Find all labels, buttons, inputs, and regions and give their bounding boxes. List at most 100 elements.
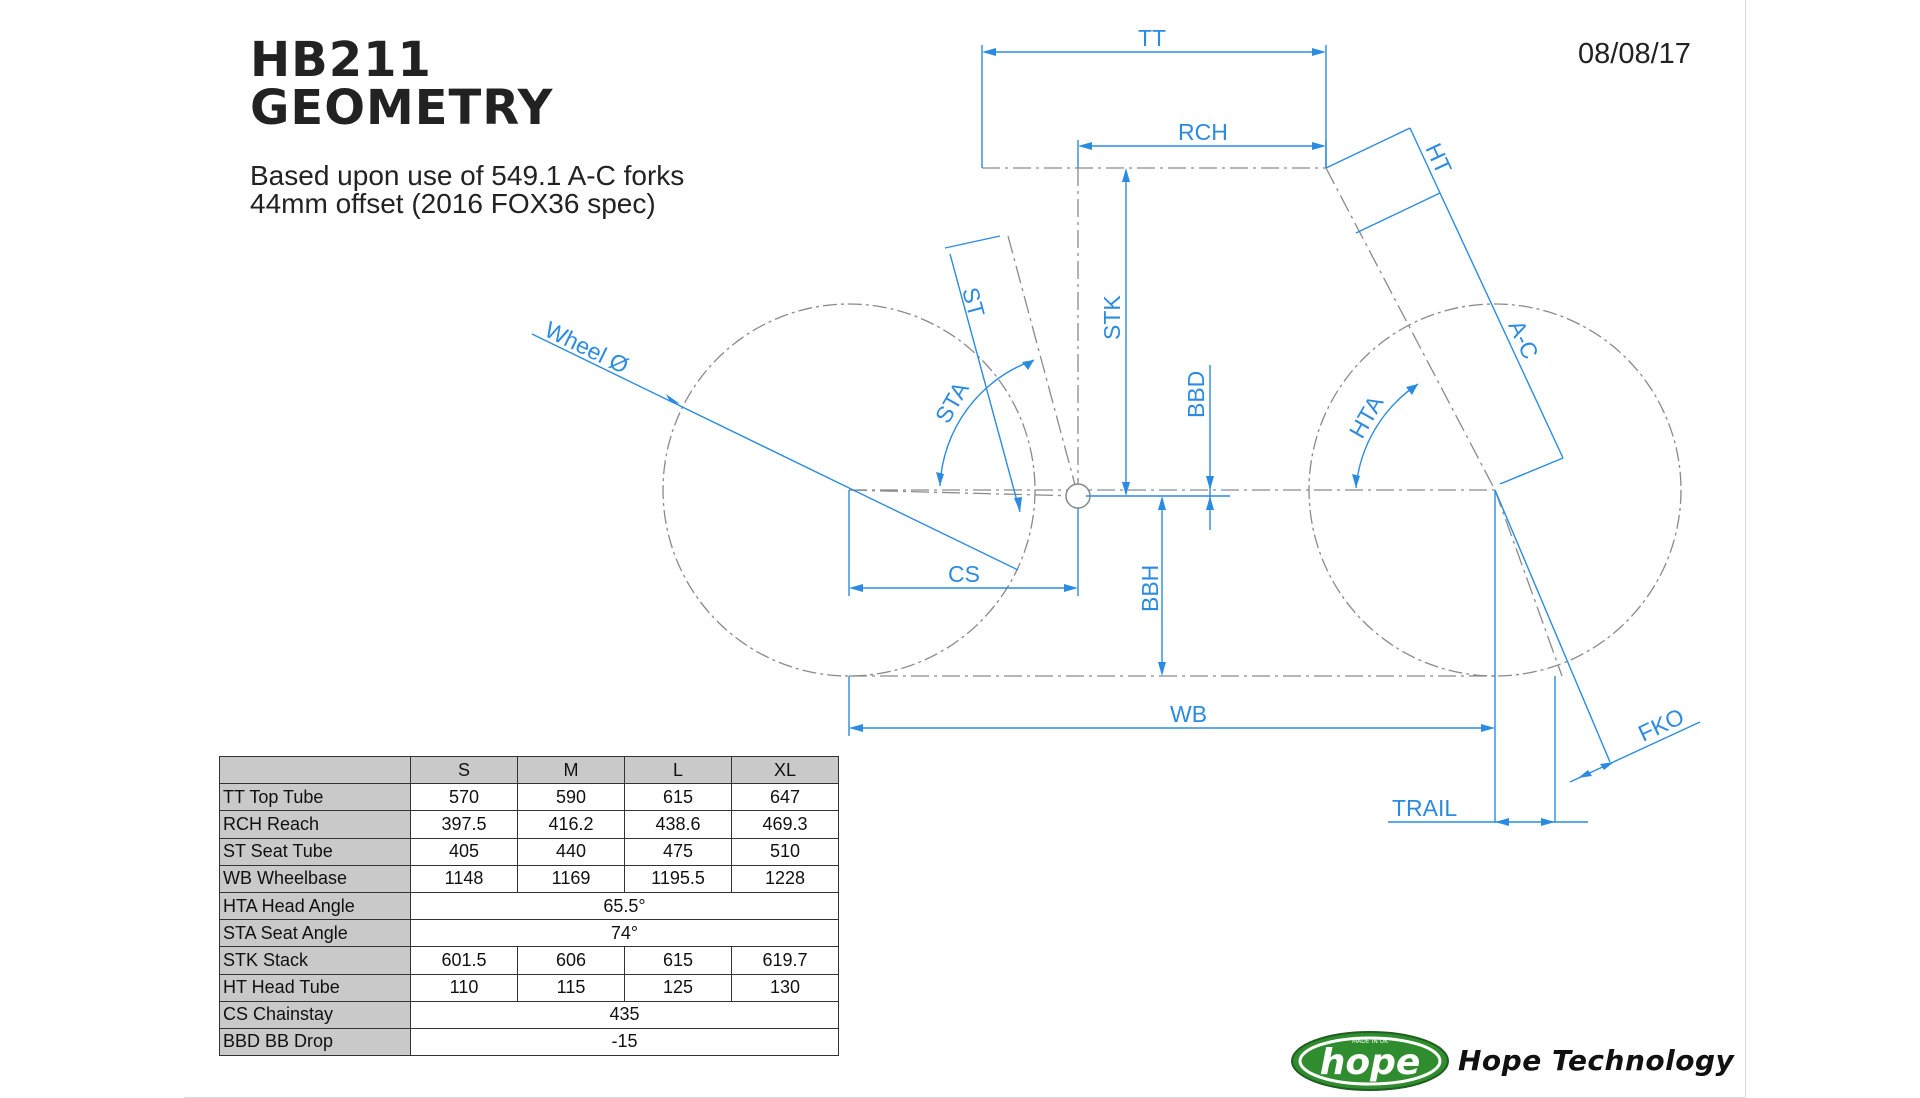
logo-small-text: MADE IN UK — [1352, 1038, 1389, 1045]
row-label: RCH Reach — [219, 810, 411, 839]
table-cell: 1195.5 — [624, 864, 732, 893]
stk-dimension: STK — [1099, 168, 1130, 496]
rch-dimension: RCH — [1077, 119, 1327, 168]
cs-label: CS — [948, 561, 980, 587]
table-row: RCH Reach 397.5 416.2 438.6 469.3 — [219, 810, 839, 839]
wb-dimension: WB — [848, 490, 1496, 822]
row-label: ST Seat Tube — [219, 837, 411, 866]
size-header: XL — [731, 755, 839, 785]
bbd-dimension: BBD — [1086, 365, 1230, 530]
table-cell: 1148 — [410, 864, 518, 893]
row-label: TT Top Tube — [219, 783, 411, 812]
hta-arc: HTA — [1344, 383, 1419, 489]
st-dimension: ST — [944, 235, 1022, 513]
tt-label: TT — [1138, 25, 1166, 51]
subtitle-line2: 44mm offset (2016 FOX36 spec) — [250, 188, 656, 219]
table-cell: 130 — [731, 973, 839, 1002]
table-row: STA Seat Angle 74° — [219, 919, 839, 948]
trail-label: TRAIL — [1392, 795, 1457, 821]
head-tube-line — [1325, 167, 1496, 491]
table-row: CS Chainstay 435 — [219, 1000, 839, 1029]
st-label: ST — [957, 285, 990, 320]
table-cell: 440 — [517, 837, 625, 866]
title-geometry: GEOMETRY — [250, 80, 554, 136]
document-date: 08/08/17 — [1578, 38, 1691, 70]
table-cell: 115 — [517, 973, 625, 1002]
table-row: STK Stack 601.5 606 615 619.7 — [219, 946, 839, 975]
wb-label: WB — [1170, 701, 1207, 727]
bbh-dimension: BBH — [1137, 496, 1166, 676]
table-cell-span: 435 — [410, 1000, 839, 1029]
table-row: BBD BB Drop -15 — [219, 1027, 839, 1057]
row-label: BBD BB Drop — [219, 1027, 411, 1057]
seat-tube-line — [1007, 235, 1079, 497]
table-cell: 125 — [624, 973, 732, 1002]
hta-label: HTA — [1344, 391, 1389, 443]
table-cell: 615 — [624, 783, 732, 812]
table-cell-span: 74° — [410, 919, 839, 948]
sta-label: STA — [930, 377, 974, 428]
chainstay-line — [848, 489, 1079, 497]
fork-line — [1494, 489, 1563, 677]
rch-label: RCH — [1178, 119, 1228, 145]
geometry-table: S M L XL TT Top Tube 570 590 615 647 RCH… — [219, 755, 839, 1057]
row-label: WB Wheelbase — [219, 864, 411, 893]
brand-name: Hope Technology — [1458, 1044, 1735, 1077]
subtitle: Based upon use of 549.1 A-C forks 44mm o… — [250, 162, 684, 218]
row-label: HT Head Tube — [219, 973, 411, 1002]
table-cell: 469.3 — [731, 810, 839, 839]
table-row: WB Wheelbase 1148 1169 1195.5 1228 — [219, 864, 839, 893]
table-cell: 397.5 — [410, 810, 518, 839]
table-cell: 475 — [624, 837, 732, 866]
table-row: ST Seat Tube 405 440 475 510 — [219, 837, 839, 866]
table-cell-span: -15 — [410, 1027, 839, 1057]
size-header: M — [517, 755, 625, 785]
row-label: CS Chainstay — [219, 1000, 411, 1029]
table-cell: 570 — [410, 783, 518, 812]
size-header: S — [410, 755, 518, 785]
table-cell: 601.5 — [410, 946, 518, 975]
row-label: STK Stack — [219, 946, 411, 975]
table-cell: 615 — [624, 946, 732, 975]
table-row: TT Top Tube 570 590 615 647 — [219, 783, 839, 812]
table-cell: 647 — [731, 783, 839, 812]
table-cell: 590 — [517, 783, 625, 812]
row-label: STA Seat Angle — [219, 919, 411, 948]
trail-dimension: TRAIL — [1388, 676, 1588, 826]
bbd-label: BBD — [1183, 371, 1209, 418]
bbh-label: BBH — [1137, 565, 1163, 612]
table-cell: 619.7 — [731, 946, 839, 975]
table-cell-span: 65.5° — [410, 891, 839, 921]
hope-logo: hope MADE IN UK — [1291, 1031, 1449, 1091]
table-cell: 110 — [410, 973, 518, 1002]
cs-dimension: CS — [848, 490, 1079, 596]
table-corner — [219, 755, 411, 785]
sheet-border — [185, 0, 1746, 1098]
row-label: HTA Head Angle — [219, 891, 411, 921]
table-cell: 438.6 — [624, 810, 732, 839]
subtitle-line1: Based upon use of 549.1 A-C forks — [250, 160, 685, 191]
table-cell: 1228 — [731, 864, 839, 893]
ac-label: A-C — [1503, 316, 1543, 363]
logo-text: hope — [1320, 1042, 1421, 1083]
size-header: L — [624, 755, 732, 785]
page-title: HB211 GEOMETRY — [250, 36, 553, 132]
ht-label: HT — [1420, 139, 1457, 178]
fko-dimension: FKO — [1494, 489, 1701, 783]
sta-arc: STA — [930, 359, 1035, 487]
ht-dimension: HT — [1325, 127, 1457, 234]
table-cell: 416.2 — [517, 810, 625, 839]
ac-dimension: A-C — [1439, 192, 1564, 485]
table-cell: 1169 — [517, 864, 625, 893]
title-model: HB211 — [250, 32, 432, 88]
wheel-diameter-dimension: Wheel Ø — [531, 316, 1019, 571]
stk-label: STK — [1099, 295, 1125, 340]
table-cell: 510 — [731, 837, 839, 866]
table-cell: 606 — [517, 946, 625, 975]
table-cell: 405 — [410, 837, 518, 866]
table-header-row: S M L XL — [219, 755, 839, 785]
wheel-label: Wheel Ø — [541, 316, 633, 379]
table-row: HTA Head Angle 65.5° — [219, 891, 839, 921]
